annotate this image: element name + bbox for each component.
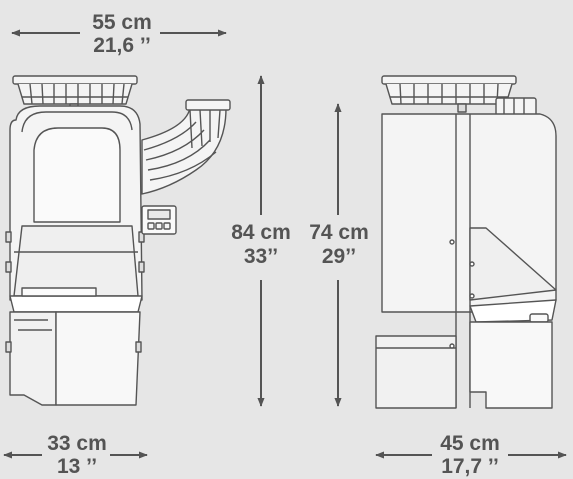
front-depth-imperial: 13 ’’ (56, 455, 98, 478)
top-width-imperial: 21,6 ’’ (93, 34, 151, 57)
side-top-basket (381, 75, 517, 113)
side-lower-base (375, 335, 457, 409)
side-height-metric: 74 cm (309, 221, 369, 244)
top-width-metric: 55 cm (92, 11, 152, 34)
dimension-arrows (3, 29, 567, 459)
front-height-label: 84 cm 33’’ (224, 222, 298, 267)
front-top-basket (12, 75, 138, 113)
front-chute (141, 99, 231, 195)
front-lower-base (9, 311, 57, 406)
front-window (33, 127, 121, 223)
front-depth-metric: 33 cm (47, 432, 107, 455)
side-depth-imperial: 17,7 ’’ (441, 455, 499, 478)
front-depth-label: 33 cm 13 ’’ (36, 433, 118, 477)
front-tray (9, 295, 143, 313)
side-depth-metric: 45 cm (440, 432, 500, 455)
side-height-label: 74 cm 29’’ (302, 222, 376, 267)
front-view-machine (5, 75, 231, 406)
side-height-imperial: 29’’ (321, 245, 357, 268)
front-height-metric: 84 cm (231, 221, 291, 244)
side-view-machine (375, 75, 557, 409)
side-depth-label: 45 cm 17,7 ’’ (424, 433, 516, 477)
top-width-label: 55 cm 21,6 ’’ (74, 12, 170, 56)
front-height-imperial: 33’’ (243, 245, 279, 268)
display-panel-icon (141, 205, 177, 235)
